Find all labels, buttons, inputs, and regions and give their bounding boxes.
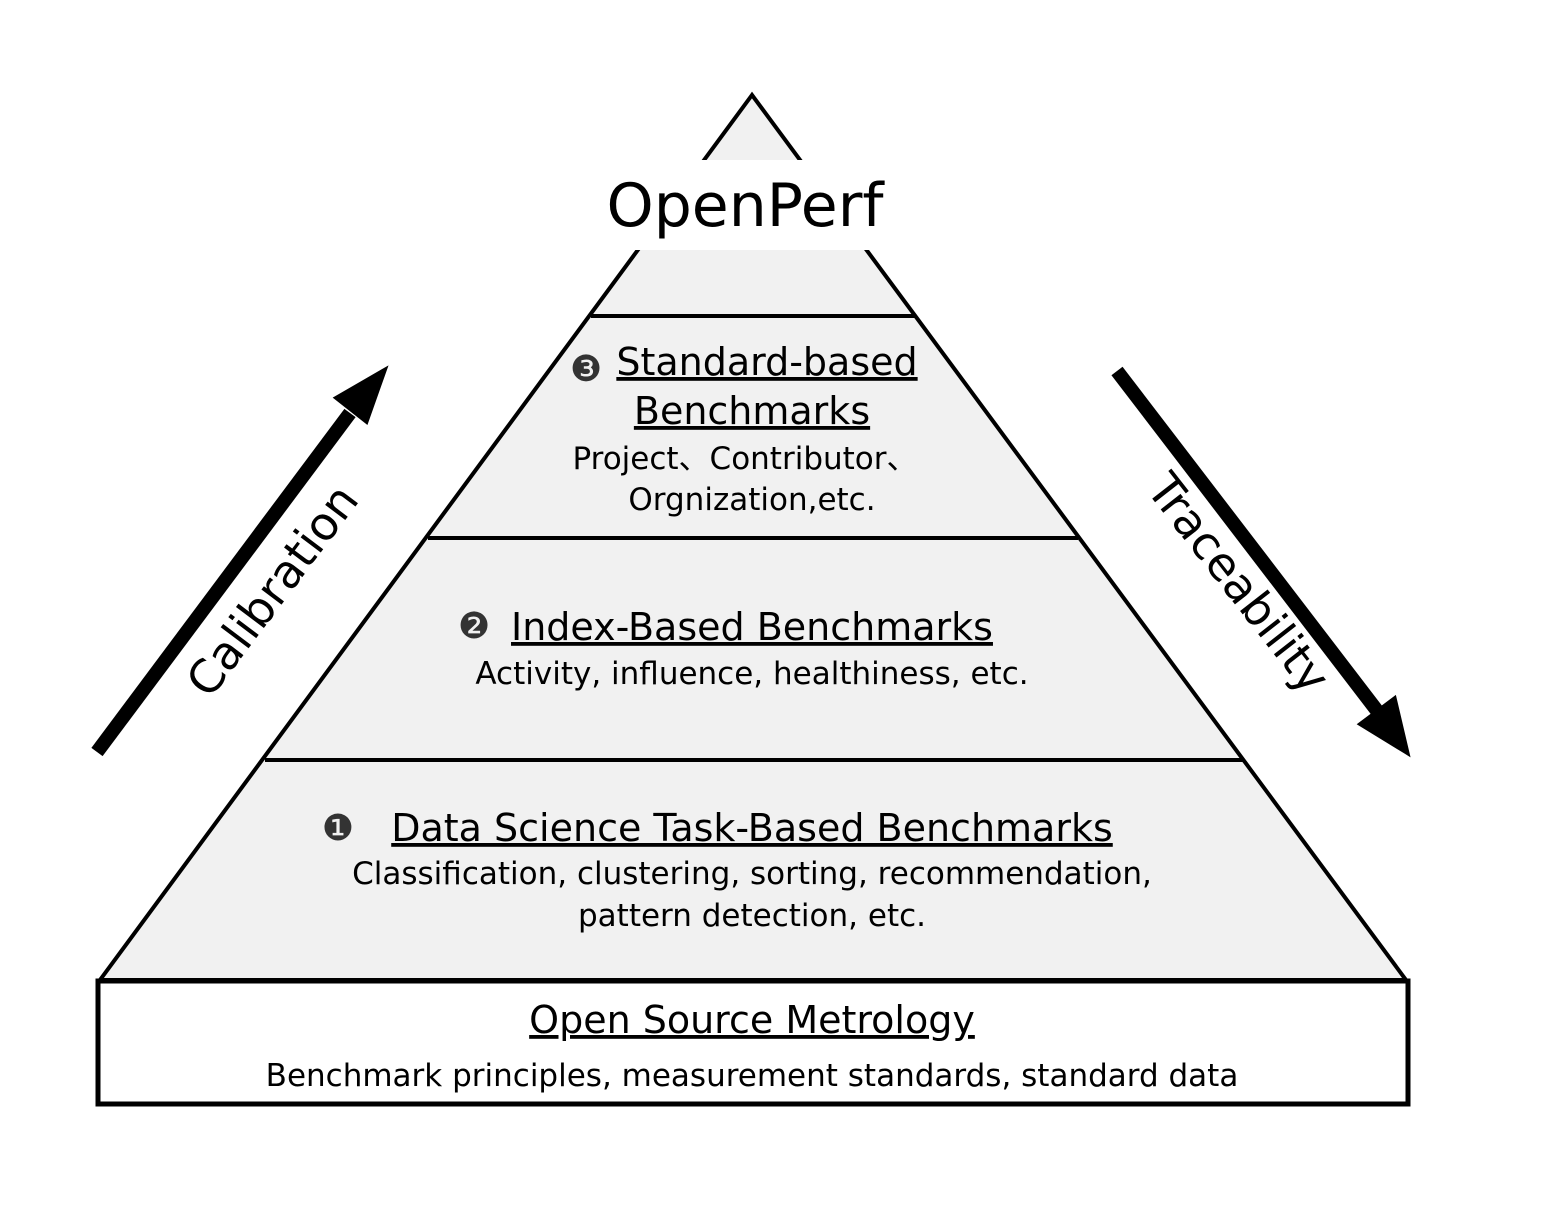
tier-3-desc-line2: Orgnization,etc. [628, 482, 875, 518]
tier-1-desc-line2: pattern detection, etc. [578, 898, 926, 934]
tier-3-heading-line2: Benchmarks [634, 389, 870, 433]
tier-3-desc-line1: Project、Contributor、 [572, 441, 917, 477]
tier-1-number-glyph: ❶ [322, 808, 354, 849]
tier-2-number-glyph: ❷ [458, 606, 490, 647]
metrology-base-box [95, 978, 1411, 1107]
base-desc: Benchmark principles, measurement standa… [266, 1058, 1239, 1094]
traceability-arrow-head [1356, 694, 1411, 758]
tier-1-desc-line1: Classification, clustering, sorting, rec… [352, 856, 1152, 892]
tier-1-heading: Data Science Task-Based Benchmarks [391, 806, 1113, 850]
tier-2-heading: Index-Based Benchmarks [511, 605, 993, 649]
pyramid-title: OpenPerf [606, 171, 885, 241]
traceability-arrow-shaft [1111, 366, 1384, 717]
title-backdrop [606, 160, 884, 250]
calibration-arrow-shaft [91, 408, 356, 757]
tier-2-desc: Activity, influence, healthiness, etc. [475, 656, 1028, 692]
tier-3-number-glyph: ❸ [570, 349, 602, 390]
calibration-arrow-head [332, 365, 389, 425]
tier-3-heading-line1: Standard-based [616, 340, 917, 384]
base-heading: Open Source Metrology [529, 998, 975, 1042]
